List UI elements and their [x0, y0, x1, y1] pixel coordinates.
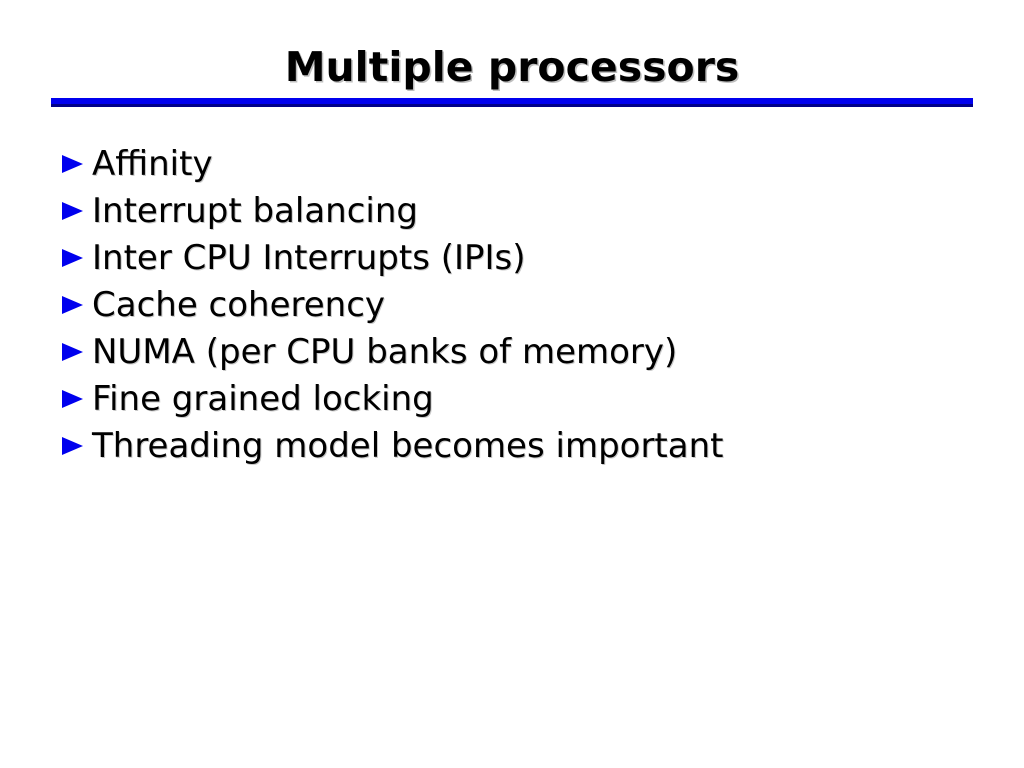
triangle-right-icon — [62, 201, 83, 220]
bullet-list: Affinity Interrupt balancing Inter CPU I… — [62, 140, 723, 469]
triangle-right-icon — [62, 248, 83, 267]
list-item: Inter CPU Interrupts (IPIs) — [62, 234, 723, 281]
triangle-right-icon — [62, 342, 83, 361]
bullet-text: Affinity — [92, 143, 213, 184]
list-item: NUMA (per CPU banks of memory) — [62, 328, 723, 375]
bullet-text: Threading model becomes important — [92, 425, 724, 466]
triangle-right-icon — [62, 154, 83, 173]
bullet-text: NUMA (per CPU banks of memory) — [92, 331, 678, 372]
list-item: Cache coherency — [62, 281, 723, 328]
list-item: Threading model becomes important — [62, 422, 723, 469]
list-item: Interrupt balancing — [62, 187, 723, 234]
triangle-right-icon — [62, 436, 83, 455]
bullet-text: Interrupt balancing — [92, 190, 418, 231]
bullet-text: Fine grained locking — [92, 378, 434, 419]
list-item: Fine grained locking — [62, 375, 723, 422]
list-item: Affinity — [62, 140, 723, 187]
triangle-right-icon — [62, 295, 83, 314]
title-underline-rule — [51, 98, 973, 107]
slide-title: Multiple processors — [284, 43, 740, 91]
bullet-text: Cache coherency — [92, 284, 386, 325]
triangle-right-icon — [62, 389, 83, 408]
bullet-text: Inter CPU Interrupts (IPIs) — [92, 237, 526, 278]
